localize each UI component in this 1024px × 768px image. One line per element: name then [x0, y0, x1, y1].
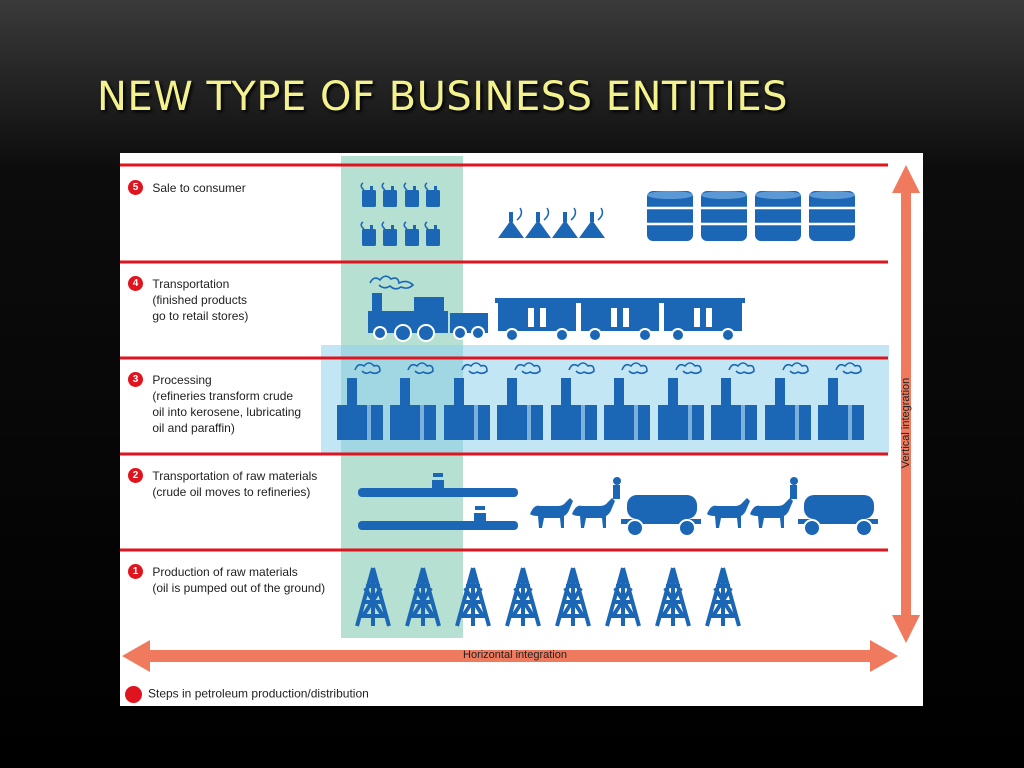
step-4-line-2: (finished products [152, 293, 248, 307]
row2-horse-wagons [530, 476, 879, 537]
step-3-label: 3 Processing (refineries transform crude… [128, 372, 301, 436]
step-3-line-2: (refineries transform crude [152, 389, 294, 403]
step-4-line-1: Transportation [152, 277, 230, 291]
step-4-line-3: go to retail stores) [152, 309, 249, 323]
step-3-line-3: oil into kerosene, lubricating [152, 405, 302, 419]
step-2-label: 2 Transportation of raw materials (crude… [128, 468, 317, 500]
step-5-marker: 5 [128, 180, 143, 195]
integration-diagram: 5 Sale to consumer 4 Transportation (fin… [120, 153, 923, 706]
row5-barrels [645, 189, 857, 243]
step-3-marker: 3 [128, 372, 143, 387]
horizontal-integration-label: Horizontal integration [463, 649, 567, 661]
horizontal-integration-arrow [122, 640, 898, 672]
step-1-line-1: Production of raw materials [152, 565, 298, 579]
row5-lamps [497, 207, 606, 239]
step-5-label: 5 Sale to consumer [128, 180, 246, 196]
step-4-label: 4 Transportation (finished products go t… [128, 276, 248, 324]
step-5-line-1: Sale to consumer [152, 181, 246, 195]
vertical-integration-text: Vertical integration [900, 377, 912, 469]
step-1-label: 1 Production of raw materials (oil is pu… [128, 564, 325, 596]
legend: Steps in petroleum production/distributi… [125, 686, 369, 703]
diagram-canvas [120, 156, 920, 672]
step-1-line-2: (oil is pumped out of the ground) [152, 581, 326, 595]
step-4-marker: 4 [128, 276, 143, 291]
step-3-line-1: Processing [152, 373, 212, 387]
step-3-line-4: oil and paraffin) [152, 421, 235, 435]
legend-text: Steps in petroleum production/distributi… [148, 686, 369, 701]
row-dividers [120, 163, 888, 552]
row2-pipelines [358, 473, 518, 530]
legend-marker [125, 686, 142, 703]
step-2-line-2: (crude oil moves to refineries) [152, 485, 311, 499]
step-2-line-1: Transportation of raw materials [152, 469, 318, 483]
vertical-integration-arrow [892, 165, 920, 643]
slide-title: NEW TYPE OF BUSINESS ENTITIES [97, 74, 789, 120]
step-2-marker: 2 [128, 468, 143, 483]
step-1-marker: 1 [128, 564, 143, 579]
row4-train [368, 275, 746, 342]
